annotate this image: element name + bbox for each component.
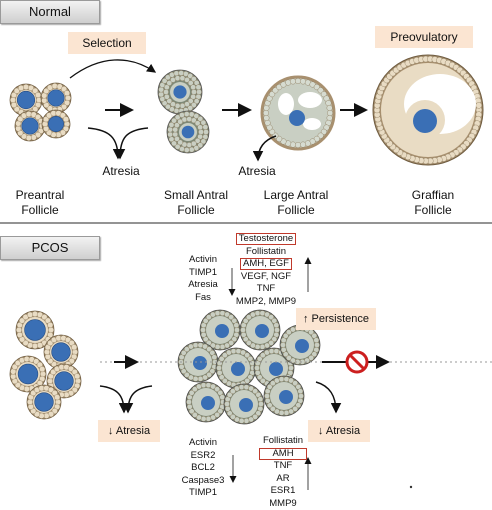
normal-section-tag: Normal (0, 0, 100, 24)
atresia-arrow-left-a (87, 127, 124, 160)
selection-label: Selection (68, 32, 146, 54)
highlight-testosterone: Testosterone (235, 233, 297, 245)
highlight-amh-top: AMH, EGF (240, 258, 292, 270)
persistence-label: ↑ Persistence (296, 308, 376, 330)
pcos-atresia-label-right: ↓ Atresia (308, 420, 370, 442)
pcos-atresia-arrow-left-b (122, 385, 153, 414)
dot-mark (409, 485, 413, 489)
markers-top-down: Activin TIMP1 Atresia Fas (188, 254, 218, 303)
selection-arrow (69, 59, 157, 79)
blocked-icon (345, 350, 369, 374)
highlight-amh-bottom: AMH (259, 447, 307, 460)
atresia-arrow-right (252, 135, 277, 162)
pcos-atresia-arrow-left-a (99, 385, 130, 414)
atresia-label-left: Atresia (102, 164, 140, 178)
pcos-atresia-label-left: ↓ Atresia (98, 420, 160, 442)
markers-bottom-up: Follistatin AMH TNF AR ESR1 MMP9 (252, 435, 314, 510)
markers-top-up: Testosterone Follistatin AMH, EGF VEGF, … (235, 233, 297, 307)
pcos-section-tag: PCOS (0, 236, 100, 260)
pcos-atresia-arrow-right (315, 381, 342, 414)
atresia-arrow-left-b (114, 127, 149, 160)
preovulatory-label: Preovulatory (375, 26, 473, 48)
atresia-label-right: Atresia (238, 164, 276, 178)
markers-bottom-down: Activin ESR2 BCL2 Caspase3 TIMP1 (181, 437, 225, 498)
